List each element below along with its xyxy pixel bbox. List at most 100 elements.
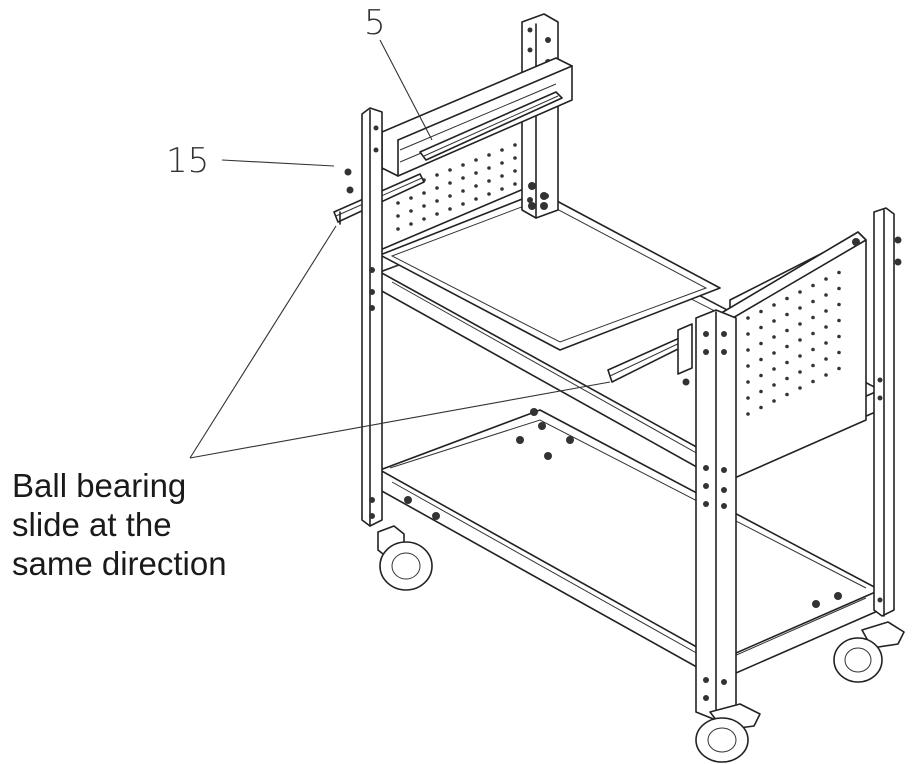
leader-lines <box>189 39 611 459</box>
rear-post-right <box>873 207 902 617</box>
peg-hole <box>772 303 776 307</box>
peg-hole <box>422 191 426 195</box>
peg-hole <box>487 192 491 196</box>
peg-hole <box>798 354 802 358</box>
caster-front-right <box>695 703 761 763</box>
peg-hole <box>409 222 413 226</box>
ball-bearing-slide-upper <box>419 91 563 161</box>
peg-hole <box>811 331 815 336</box>
peg-hole <box>500 161 504 165</box>
peg-hole <box>396 227 400 231</box>
peg-hole <box>396 201 400 205</box>
peg-hole <box>448 194 452 198</box>
peg-hole <box>759 389 763 394</box>
slide-rail-right <box>607 323 693 386</box>
peg-hole <box>759 309 763 314</box>
screws-part-15 <box>344 168 354 194</box>
peg-hole <box>811 283 815 288</box>
peg-hole <box>500 187 504 191</box>
front-post-left <box>361 107 383 527</box>
peg-hole <box>798 386 802 390</box>
bottom-shelf <box>379 409 881 681</box>
peg-hole <box>759 405 763 410</box>
peg-hole <box>759 325 763 330</box>
peg-hole <box>811 299 815 304</box>
peg-hole <box>785 312 789 317</box>
peg-hole <box>461 163 465 167</box>
peg-hole <box>474 184 478 188</box>
peg-hole <box>785 376 789 381</box>
annotation-line-2: slide at the <box>12 506 172 543</box>
peg-hole <box>461 189 465 193</box>
peg-hole <box>474 158 478 162</box>
peg-hole <box>435 199 439 203</box>
peg-hole <box>746 364 750 368</box>
peg-hole <box>811 379 815 384</box>
peg-hole <box>772 399 776 403</box>
peg-hole <box>435 186 439 190</box>
peg-hole <box>474 171 478 175</box>
peg-hole <box>811 363 815 368</box>
caster-front-left <box>377 525 433 591</box>
peg-hole <box>785 296 789 301</box>
peg-hole <box>487 166 491 170</box>
peg-hole <box>474 197 478 201</box>
peg-hole <box>837 366 841 371</box>
peg-hole <box>772 367 776 371</box>
peg-hole <box>798 290 802 294</box>
peg-hole <box>785 360 789 365</box>
peg-hole <box>448 168 452 172</box>
peg-hole <box>798 322 802 326</box>
peg-hole <box>759 373 763 378</box>
peg-hole <box>824 309 828 313</box>
peg-hole <box>759 341 763 346</box>
shelf-bolts <box>404 182 842 608</box>
peg-hole <box>837 286 841 291</box>
peg-hole <box>837 302 841 307</box>
peg-hole <box>811 315 815 320</box>
peg-hole <box>422 204 426 208</box>
peg-hole <box>785 344 789 349</box>
peg-hole <box>772 383 776 387</box>
peg-hole <box>487 179 491 183</box>
annotation-line-3: same direction <box>12 545 227 582</box>
peg-hole <box>435 212 439 216</box>
peg-hole <box>798 306 802 310</box>
peg-hole <box>772 319 776 323</box>
peg-hole <box>396 214 400 218</box>
peg-hole <box>824 357 828 361</box>
peg-hole <box>772 351 776 355</box>
peg-hole <box>746 396 750 400</box>
peg-hole <box>513 169 517 173</box>
peg-hole <box>746 348 750 352</box>
peg-hole <box>448 207 452 211</box>
peg-hole <box>409 196 413 200</box>
peg-hole <box>759 357 763 362</box>
peg-hole <box>422 217 426 221</box>
peg-hole <box>837 350 841 355</box>
callout-part-15: 15 <box>166 141 209 181</box>
peg-hole <box>772 335 776 339</box>
peg-hole <box>461 176 465 180</box>
peg-hole <box>798 338 802 342</box>
peg-hole <box>811 347 815 352</box>
peg-hole <box>746 412 750 416</box>
peg-hole <box>513 182 517 186</box>
callout-part-5: 5 <box>364 3 386 43</box>
peg-hole <box>461 202 465 206</box>
peg-hole <box>500 148 504 152</box>
peg-hole <box>500 174 504 178</box>
peg-hole <box>824 325 828 329</box>
peg-hole <box>785 392 789 397</box>
peg-hole <box>837 334 841 339</box>
peg-hole <box>435 173 439 177</box>
peg-hole <box>448 181 452 185</box>
peg-hole <box>513 143 517 147</box>
peg-hole <box>746 316 750 320</box>
peg-hole <box>824 373 828 377</box>
peg-hole <box>513 156 517 160</box>
top-shelf <box>379 191 721 351</box>
peg-hole <box>409 209 413 213</box>
peg-hole <box>785 328 789 333</box>
